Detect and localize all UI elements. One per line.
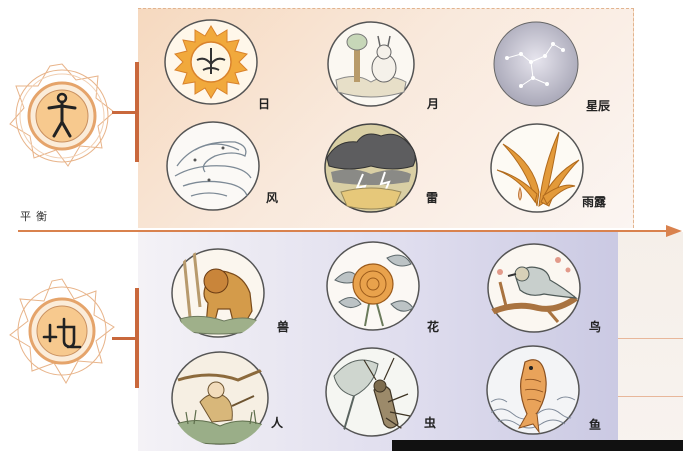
bottom-bar <box>392 440 683 451</box>
human-icon <box>170 350 270 446</box>
heaven-bracket-stem <box>112 111 137 114</box>
bird-icon <box>486 242 582 334</box>
label-insect: 虫 <box>424 414 436 431</box>
label-rain-dew: 雨露 <box>582 193 606 210</box>
insect-icon <box>324 346 420 438</box>
label-moon: 月 <box>427 95 439 112</box>
human-figure-icon <box>4 58 120 174</box>
label-fish: 鱼 <box>589 416 601 433</box>
flower-icon <box>325 240 421 332</box>
label-flower: 花 <box>427 318 439 335</box>
label-stars: 星辰 <box>586 97 610 114</box>
axis-label: 平衡 <box>20 208 52 224</box>
label-sun: 日 <box>258 95 270 112</box>
label-bird: 鸟 <box>589 318 601 335</box>
stars-icon <box>493 20 579 108</box>
earth-bracket-stem <box>112 337 137 340</box>
panel-rule <box>618 396 683 397</box>
moon-icon <box>326 20 416 108</box>
label-human: 人 <box>271 414 283 431</box>
rain-dew-icon <box>489 122 585 214</box>
label-thunder: 雷 <box>426 189 438 206</box>
beast-icon <box>170 247 266 339</box>
earth-seal-character-icon <box>6 275 118 387</box>
label-wind: 风 <box>266 189 278 206</box>
sun-icon <box>163 18 259 106</box>
label-beast: 兽 <box>277 318 289 335</box>
earth-panel-extension <box>618 232 683 451</box>
balance-axis <box>18 230 670 232</box>
axis-arrowhead-icon <box>666 225 682 237</box>
fish-icon <box>485 344 581 436</box>
thunder-icon <box>323 122 419 214</box>
panel-rule <box>618 338 683 339</box>
wind-icon <box>165 120 261 212</box>
